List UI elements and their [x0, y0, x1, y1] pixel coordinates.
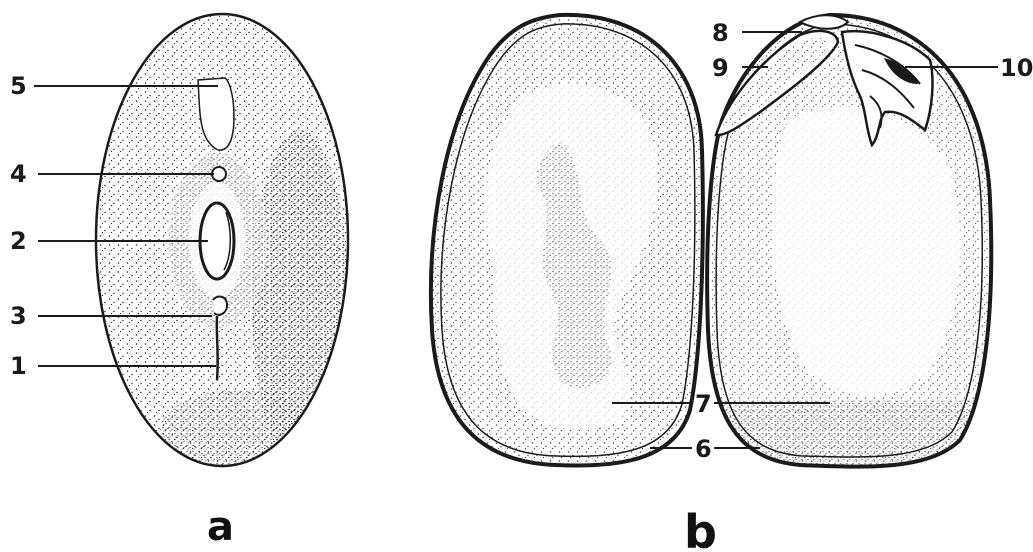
label-6: 6	[695, 435, 712, 463]
panel-label-a: a	[207, 504, 234, 550]
right-cotyledon	[700, 0, 1000, 480]
label-7: 7	[695, 390, 712, 418]
left-cotyledon	[420, 0, 720, 480]
label-1: 1	[10, 352, 27, 380]
right-clear-area	[773, 106, 961, 395]
label-8: 8	[712, 19, 729, 47]
seed-coat-dark-bottom	[160, 390, 320, 470]
label-2: 2	[10, 227, 27, 255]
panel-label-b: b	[684, 505, 717, 552]
strophiole	[213, 297, 227, 315]
label-9: 9	[712, 54, 729, 82]
label-10: 10	[1000, 54, 1033, 82]
label-4: 4	[10, 160, 27, 188]
label-5: 5	[10, 72, 27, 100]
micropyle	[212, 167, 226, 181]
label-3: 3	[10, 302, 27, 330]
raphe	[217, 316, 218, 380]
